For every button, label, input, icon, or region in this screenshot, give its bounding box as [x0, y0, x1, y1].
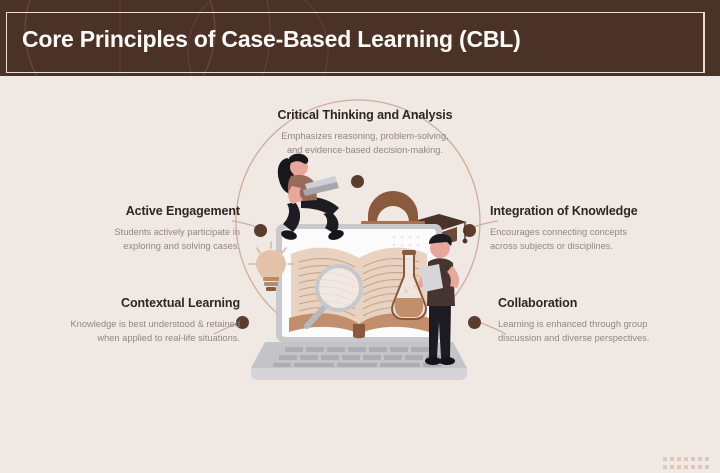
principle-title: Active Engagement — [125, 204, 240, 218]
principle-description: Students actively participate in explori… — [114, 226, 240, 252]
magnifying-glass-icon — [304, 264, 363, 329]
principle-title: Critical Thinking and Analysis — [277, 108, 453, 122]
standing-person-with-tablet — [419, 233, 460, 365]
principle-critical-thinking: Critical Thinking and Analysis Emphasize… — [215, 108, 515, 157]
principle-description: Knowledge is best understood & retained … — [70, 318, 240, 344]
principle-title: Contextual Learning — [121, 296, 240, 310]
principle-collaboration: Collaboration Learning is enhanced throu… — [498, 296, 718, 345]
lightbulb-icon — [248, 241, 295, 291]
dot-grid-decoration — [663, 457, 709, 469]
case-based-learning-illustration — [248, 153, 468, 380]
principle-description: Emphasizes reasoning, problem-solving, a… — [281, 130, 449, 156]
principle-description: Encourages connecting concepts across su… — [490, 226, 627, 252]
node-dot-active-engagement[interactable] — [254, 224, 267, 237]
node-dot-collaboration[interactable] — [468, 316, 481, 329]
header-background-arcs — [24, 0, 329, 76]
principle-active-engagement: Active Engagement Students actively part… — [28, 204, 240, 253]
principle-description: Learning is enhanced through group discu… — [498, 318, 650, 344]
principle-title: Collaboration — [498, 296, 578, 310]
content-stage: Critical Thinking and Analysis Emphasize… — [0, 76, 720, 469]
conical-flask-icon — [391, 250, 427, 320]
principle-title: Integration of Knowledge — [490, 204, 638, 218]
node-dot-critical-thinking[interactable] — [351, 175, 364, 188]
header-border-frame — [6, 12, 705, 73]
principle-contextual-learning: Contextual Learning Knowledge is best un… — [10, 296, 240, 345]
seated-person-with-laptop — [277, 153, 344, 240]
page-title: Core Principles of Case-Based Learning (… — [22, 26, 521, 52]
principle-integration-of-knowledge: Integration of Knowledge Encourages conn… — [490, 204, 710, 253]
node-dot-integration[interactable] — [463, 224, 476, 237]
header-bar: Core Principles of Case-Based Learning (… — [0, 0, 720, 76]
node-dot-contextual-learning[interactable] — [236, 316, 249, 329]
